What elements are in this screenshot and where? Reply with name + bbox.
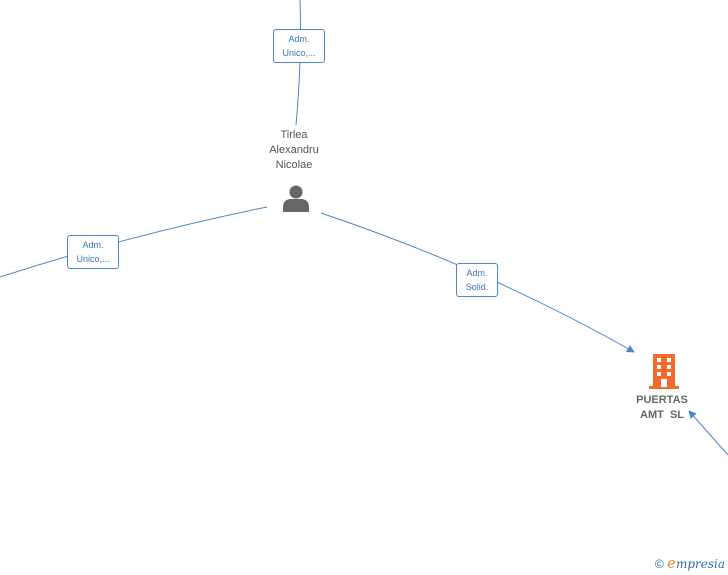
person-name-line: Tirlea bbox=[280, 129, 308, 141]
edge-label-line: Adm. bbox=[288, 34, 310, 44]
edge-label-line: Adm. bbox=[82, 240, 104, 250]
copyright-symbol: © bbox=[654, 557, 664, 571]
building-icon[interactable] bbox=[649, 354, 679, 390]
company-name-line: PUERTAS bbox=[636, 394, 688, 406]
footer-brand: © empresia bbox=[655, 554, 725, 572]
edge-label-top[interactable]: Adm. Unico,... bbox=[273, 29, 325, 63]
person-name-line: Alexandru bbox=[269, 144, 319, 156]
edge-label-line: Unico,... bbox=[282, 48, 316, 58]
edge-label-left[interactable]: Adm. Unico,... bbox=[67, 235, 119, 269]
company-name-line: AMT SL bbox=[640, 409, 684, 421]
person-node-name[interactable]: Tirlea Alexandru Nicolae bbox=[244, 128, 344, 173]
edge-label-line: Solid. bbox=[465, 282, 489, 292]
edge-label-line: Adm. bbox=[466, 268, 488, 278]
edge-label-line: Unico,... bbox=[76, 254, 110, 264]
person-icon[interactable] bbox=[281, 183, 311, 213]
company-node-name[interactable]: PUERTAS AMT SL bbox=[612, 393, 712, 423]
brand-logo-e: e bbox=[667, 554, 676, 572]
brand-logo-text: mpresia bbox=[675, 557, 725, 571]
person-name-line: Nicolae bbox=[275, 159, 313, 171]
edge-line-left bbox=[0, 206, 268, 278]
edge-line-right bbox=[688, 410, 728, 456]
edge-label-company[interactable]: Adm. Solid. bbox=[456, 263, 498, 297]
